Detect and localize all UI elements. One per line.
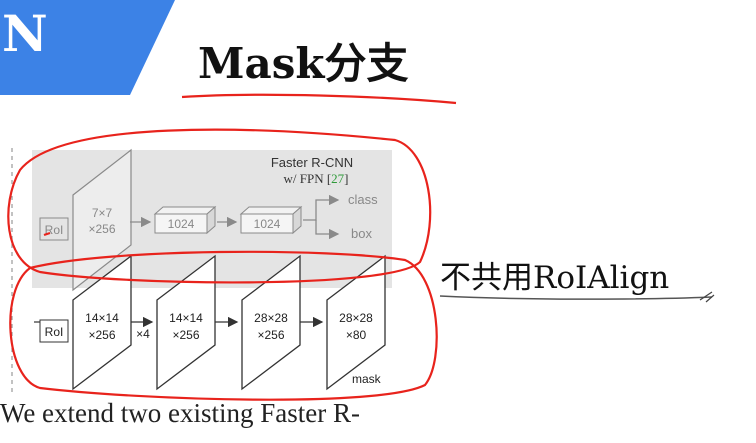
mask-feature-1	[72, 254, 132, 391]
side-note-text: 不共用RoIAlign	[440, 260, 670, 296]
fpn-label: w/ FPN [27]	[283, 171, 348, 186]
mask-feature-4	[326, 254, 386, 391]
bottom-branch-annotation-loop	[9, 250, 438, 401]
top-fc2-label: 1024	[254, 217, 281, 231]
mask-feature-2-line2: ×256	[172, 328, 199, 342]
corner-banner-text: N	[2, 4, 49, 63]
mask-feature-2	[156, 254, 216, 391]
mask-feature-1-line1: 14×14	[85, 311, 119, 325]
bottom-roi-box	[39, 319, 69, 343]
mask-feature-1-line2: ×256	[88, 328, 115, 342]
top-fc1-box	[153, 205, 217, 235]
top-fc2-box	[239, 205, 303, 235]
corner-banner	[0, 0, 175, 95]
bottom-roi-label: RoI	[45, 325, 64, 339]
top-roi-box	[39, 217, 69, 241]
side-note-pen-mark	[699, 291, 715, 303]
slide-title: Mask分支	[198, 39, 409, 88]
top-out-box: box	[351, 226, 372, 241]
mask-feature-4-line2: ×80	[346, 328, 367, 342]
mask-feature-2-line1: 14×14	[169, 311, 203, 325]
mask-feature-4-line1: 28×28	[339, 311, 373, 325]
mask-feature-3	[241, 254, 301, 391]
mask-output-label: mask	[352, 372, 382, 386]
top-branch-annotation-loop	[7, 128, 432, 284]
top-feature-line1: 7×7	[92, 206, 113, 220]
body-text-line: We extend two existing Faster R-	[0, 398, 361, 428]
mask-feature-3-line1: 28×28	[254, 311, 288, 325]
top-out-class: class	[348, 192, 378, 207]
title-underline-annotation	[181, 93, 457, 105]
top-feature-line2: ×256	[88, 222, 115, 236]
mask-feature-3-line2: ×256	[257, 328, 284, 342]
red-mark-tick	[43, 231, 51, 237]
faster-rcnn-label: Faster R-CNN	[271, 155, 353, 170]
top-fc1-label: 1024	[168, 217, 195, 231]
conv-repeat-label: ×4	[136, 327, 150, 341]
side-note-underline	[439, 295, 713, 300]
